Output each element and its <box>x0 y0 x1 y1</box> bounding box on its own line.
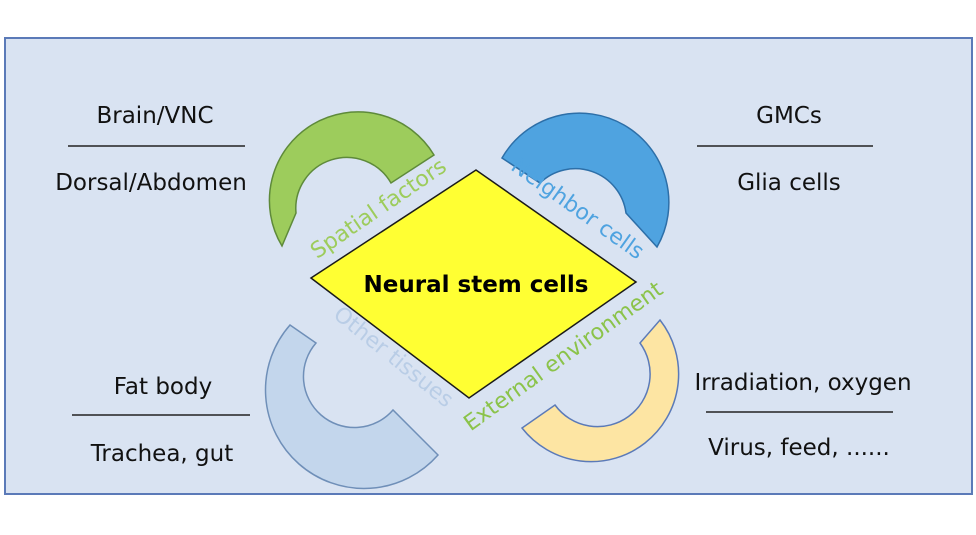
bottom-left-bottom-text: Trachea, gut <box>90 441 234 467</box>
center-label: Neural stem cells <box>364 272 589 298</box>
neural-stem-cells-diamond <box>309 169 638 399</box>
top-right-bottom-text: Glia cells <box>737 170 841 196</box>
external-environment-arc <box>520 318 680 463</box>
top-right-top-text: GMCs <box>756 103 822 129</box>
bottom-right-bottom-text: Virus, feed, ...... <box>708 435 890 461</box>
neighbor-cells-arc <box>500 112 670 249</box>
spatial-factors-arc <box>268 111 436 248</box>
other-tissues-arc <box>264 324 440 490</box>
top-left-top-text: Brain/VNC <box>96 103 213 129</box>
bottom-left-top-text: Fat body <box>114 374 212 400</box>
top-left-bottom-text: Dorsal/Abdomen <box>55 170 247 196</box>
bottom-right-top-text: Irradiation, oxygen <box>694 370 911 396</box>
